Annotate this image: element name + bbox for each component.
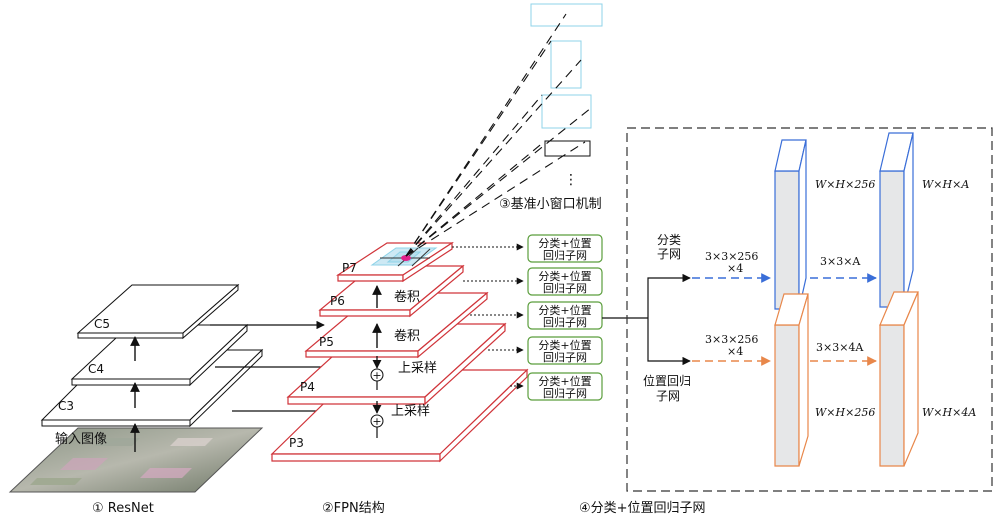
- anchor-caption: ③基准小窗口机制: [499, 196, 602, 212]
- fpn-label-p7: P7: [342, 261, 357, 275]
- cls-feature-map-1: [774, 139, 807, 310]
- svg-text:分类+位置: 分类+位置: [538, 374, 591, 388]
- subnet-box-p6: 分类+位置 回归子网: [527, 267, 603, 296]
- anchor-ellipsis: ⋮: [564, 172, 578, 188]
- resnet-label-c4: C4: [88, 362, 104, 376]
- svg-text:回归子网: 回归子网: [543, 386, 587, 400]
- resnet-label-c5: C5: [94, 317, 110, 331]
- fpn-label-p4: P4: [300, 380, 315, 394]
- subnet-box-p3: 分类+位置 回归子网: [527, 372, 603, 401]
- anchor-box-2: [550, 40, 582, 89]
- anchor-box-1: [530, 3, 603, 27]
- resnet-layer-c5: C5: [76, 283, 240, 340]
- anchor-section: ⋮ ③基准小窗口机制: [405, 3, 603, 257]
- fpn-label-p6: P6: [330, 294, 345, 308]
- svg-text:分类+位置: 分类+位置: [538, 338, 591, 352]
- cls-subnet-label-2: 子网: [657, 247, 681, 261]
- input-image-label: 输入图像: [55, 431, 107, 447]
- reg-subnet-label-2: 子网: [656, 389, 680, 403]
- reg-feat2-label: W×H×4A: [922, 406, 976, 419]
- reg-feat1-label: W×H×256: [815, 406, 875, 419]
- svg-text:分类+位置: 分类+位置: [538, 269, 591, 283]
- subnet-box-p4: 分类+位置 回归子网: [527, 336, 603, 365]
- cls-conv1-label-1: 3×3×256: [705, 250, 758, 263]
- anchor-box-4: [544, 140, 591, 157]
- svg-text:分类+位置: 分类+位置: [538, 303, 591, 317]
- resnet-caption: ① ResNet: [92, 501, 154, 516]
- conv-label-1: 卷积: [394, 289, 420, 305]
- reg-feature-map-1: [774, 293, 809, 467]
- heads-caption: ④分类+位置回归子网: [579, 501, 706, 516]
- conv-label-2: 卷积: [394, 328, 420, 344]
- input-image: [8, 427, 264, 493]
- cls-subnet-label-1: 分类: [657, 233, 681, 247]
- cls-conv1-label-2: ×4: [727, 262, 743, 275]
- fpn-label-p3: P3: [289, 436, 304, 450]
- fpn-label-p5: P5: [319, 335, 334, 349]
- svg-text:回归子网: 回归子网: [543, 350, 587, 364]
- add-node-1-symbol: +: [372, 369, 381, 382]
- fpn-section: [270, 241, 529, 463]
- resnet-section: C3 C4 C5 输入图像 ① ResNet: [8, 283, 264, 516]
- subnet-box-p5: 分类+位置 回归子网: [527, 301, 603, 330]
- svg-text:分类+位置: 分类+位置: [538, 236, 591, 250]
- upsample-label-2: 上采样: [391, 404, 430, 419]
- svg-text:回归子网: 回归子网: [543, 281, 587, 295]
- reg-feature-map-2: [879, 291, 919, 467]
- reg-conv2-label: 3×3×4A: [816, 341, 864, 354]
- reg-branch: [647, 318, 691, 366]
- reg-conv1-label-1: 3×3×256: [705, 333, 758, 346]
- anchor-grid: [370, 247, 438, 267]
- fpn-layer-p5: [304, 291, 489, 359]
- anchor-center: [401, 255, 411, 261]
- reg-conv1-label-2: ×4: [727, 345, 743, 358]
- cls-branch: [647, 273, 691, 318]
- upsample-label-1: 上采样: [398, 361, 437, 376]
- svg-text:回归子网: 回归子网: [543, 248, 587, 262]
- cls-conv2-label: 3×3×A: [820, 255, 861, 268]
- fpn-layer-p4: [286, 322, 507, 406]
- fpn-layer-p3: [270, 368, 529, 463]
- subnet-box-p7: 分类+位置 回归子网: [527, 234, 603, 263]
- heads-panel: [626, 127, 993, 492]
- cls-feat1-label: W×H×256: [815, 178, 875, 191]
- add-node-2-symbol: +: [372, 415, 381, 428]
- resnet-label-c3: C3: [58, 399, 74, 413]
- cls-feature-map-2: [879, 132, 914, 308]
- reg-subnet-label-1: 位置回归: [643, 373, 691, 388]
- cls-feat2-label: W×H×A: [922, 178, 969, 191]
- svg-text:回归子网: 回归子网: [543, 315, 587, 329]
- p-to-subnet-links: [452, 243, 524, 390]
- fpn-layer-p6: [318, 264, 465, 318]
- fpn-caption: ②FPN结构: [322, 501, 385, 516]
- anchor-box-3: [541, 94, 592, 129]
